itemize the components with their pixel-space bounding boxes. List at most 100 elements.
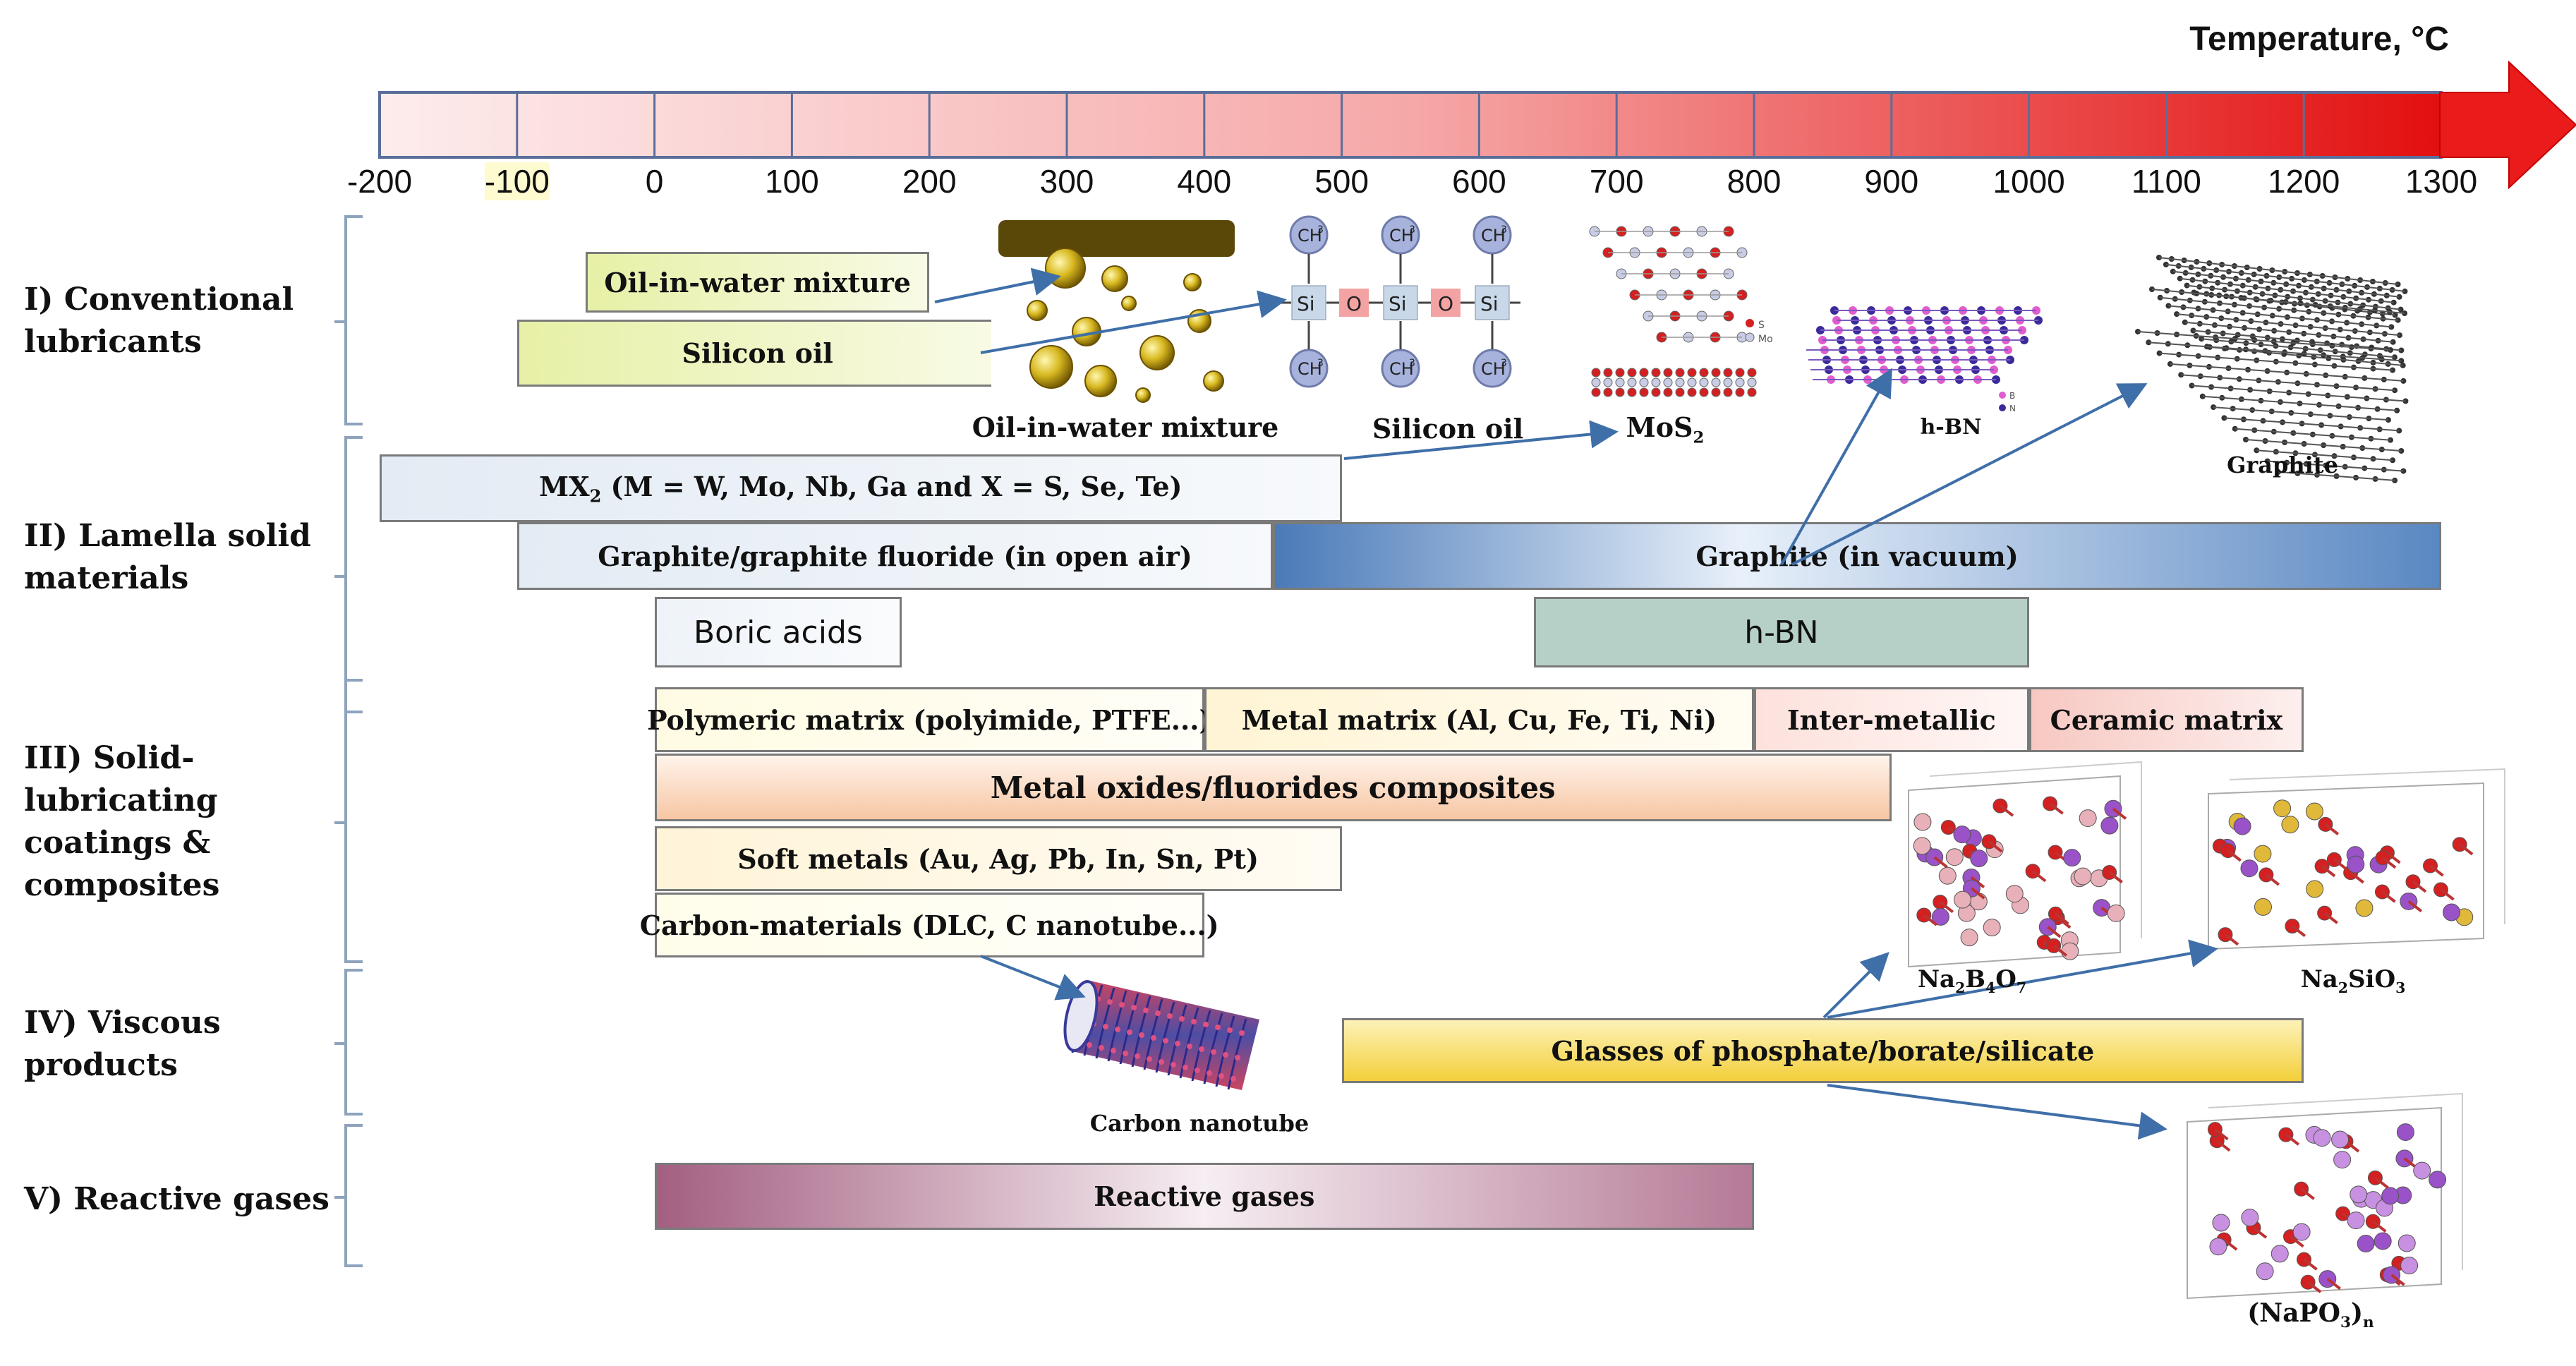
h-bn-sheet-picture: BN <box>1806 306 2043 413</box>
svg-text:Si: Si <box>1389 292 1407 315</box>
oil-droplet <box>1183 273 1202 291</box>
oil-droplet <box>1203 370 1224 392</box>
graphite-layers-picture <box>2135 255 2409 483</box>
na2b4o7-crystal-picture <box>1908 761 2142 968</box>
arrow-glasses-to-na2sio3 <box>1827 939 2218 1019</box>
axis-tick-label: 200 <box>902 163 957 200</box>
axis-tick-label: 100 <box>765 163 819 200</box>
axis-tick-label: -200 <box>346 163 413 200</box>
axis-tick-label: 1200 <box>2268 163 2340 200</box>
oil-droplet <box>1084 365 1117 397</box>
bar-ceramic-matrix: Ceramic matrix <box>2028 687 2304 752</box>
bar-intermetallic: Inter-metallic <box>1754 687 2029 752</box>
svg-text:3: 3 <box>1501 358 1507 369</box>
arrow-graphite-vacuum-to-graphite <box>1791 383 2148 566</box>
axis-title: Temperature, °C <box>2189 20 2449 58</box>
svg-text:O: O <box>1346 292 1362 315</box>
caption-silicon-oil: Silicon oil <box>1372 413 1524 445</box>
axis-tick-label: 1000 <box>1993 163 2065 200</box>
bar-h-bn: h-BN <box>1534 597 2029 667</box>
caption-mos2: MoS2 <box>1626 411 1705 447</box>
napo3-crystal-picture <box>2187 1092 2463 1300</box>
axis-tick-label: 1100 <box>2131 163 2201 200</box>
bar-glasses: Glasses of phosphate/borate/silicate <box>1341 1018 2304 1083</box>
svg-text:CH: CH <box>1298 359 1322 379</box>
temperature-axis-bar <box>378 91 2443 159</box>
brace-viscous-products <box>334 969 363 1116</box>
arrow-mx2-to-mos2 <box>1343 420 1619 460</box>
svg-text:CH: CH <box>1481 226 1506 246</box>
svg-text:CH: CH <box>1481 359 1506 379</box>
na2sio3-crystal-picture <box>2208 768 2505 950</box>
oil-droplet <box>1135 387 1151 403</box>
arrow-glasses-to-napo3 <box>1827 1084 2167 1140</box>
oil-in-water-picture <box>991 215 1238 403</box>
svg-text:CH: CH <box>1389 359 1414 379</box>
brace-lamella-solid-materials <box>334 436 363 713</box>
axis-tick-label: 0 <box>645 163 664 200</box>
temperature-axis-arrowhead-fill <box>2439 60 2576 190</box>
brace-conventional-lubricants <box>334 215 363 425</box>
bar-boric-acids: Boric acids <box>654 597 902 667</box>
svg-text:CH: CH <box>1389 226 1414 246</box>
brace-solid-lubricating-coatings <box>334 679 363 963</box>
bar-reactive-gases: Reactive gases <box>654 1163 1754 1230</box>
bar-mx2-label: MX2 (M = W, Mo, Nb, Ga and X = S, Se, Te… <box>539 470 1183 507</box>
svg-text:Si: Si <box>1297 292 1315 315</box>
axis-tick-label: 600 <box>1452 163 1506 200</box>
oil-droplet <box>1029 345 1073 389</box>
arrow-graphite-vacuum-to-h-bn <box>1780 368 1892 565</box>
bar-graphite-open-air: Graphite/graphite fluoride (in open air) <box>516 522 1274 590</box>
axis-tick-label: 900 <box>1864 163 1919 200</box>
svg-text:B: B <box>2009 391 2015 401</box>
category-solid-lubricating-coatings: III) Solid- lubricating coatings & compo… <box>24 740 220 903</box>
svg-text:Si: Si <box>1480 292 1499 315</box>
axis-tick-label: 300 <box>1039 163 1094 200</box>
category-conventional-lubricants: I) Conventional lubricants <box>24 282 294 360</box>
axis-tick-label: -100 <box>484 162 550 200</box>
bar-graphite-vacuum: Graphite (in vacuum) <box>1273 522 2441 590</box>
caption-h-bn: h-BN <box>1920 415 1982 440</box>
svg-text:3: 3 <box>1317 224 1324 236</box>
bar-carbon-materials: Carbon-materials (DLC, C nanotube...) <box>640 893 1219 957</box>
category-viscous-products: IV) Viscous products <box>24 1005 221 1083</box>
caption-carbon-nanotube: Carbon nanotube <box>1089 1110 1310 1137</box>
oil-droplet <box>1027 300 1048 321</box>
bar-mx2: MX2 (M = W, Mo, Nb, Ga and X = S, Se, Te… <box>380 454 1342 522</box>
carbon-nanotube-picture <box>1063 980 1259 1090</box>
bar-metal-oxides-fluorides: Metal oxides/fluorides composites <box>654 754 1892 821</box>
svg-text:N: N <box>2009 404 2016 413</box>
arrow-oil-water-to-picture <box>934 267 1061 303</box>
category-reactive-gases: V) Reactive gases <box>24 1181 329 1217</box>
caption-na2sio3: Na2SiO3 <box>2300 965 2406 996</box>
bar-silicon-oil: Silicon oil <box>516 320 998 387</box>
oil-droplet <box>1045 248 1086 289</box>
caption-graphite: Graphite <box>2227 452 2338 478</box>
axis-tick-label: 400 <box>1177 163 1232 200</box>
brace-reactive-gases <box>334 1124 363 1267</box>
axis-tick-label: 700 <box>1589 163 1644 200</box>
caption-oil-in-water: Oil-in-water mixture <box>972 411 1279 443</box>
connector-arrows <box>934 267 2218 1140</box>
axis-tick-label: 1300 <box>2405 163 2478 200</box>
caption-na2b4o7: Na2B4O7 <box>1917 965 2027 996</box>
svg-text:3: 3 <box>1409 224 1415 236</box>
arrow-silicon-oil-to-molecule <box>980 290 1287 354</box>
bar-soft-metals: Soft metals (Au, Ag, Pb, In, Sn, Pt) <box>654 826 1342 891</box>
caption-napo3: (NaPO3)n <box>2247 1298 2374 1332</box>
axis-tick-label: 800 <box>1727 163 1782 200</box>
category-lamella-solid-materials: II) Lamella solid materials <box>24 518 311 596</box>
svg-text:3: 3 <box>1501 224 1507 236</box>
oil-droplet <box>1121 296 1137 311</box>
axis-tick-label: 500 <box>1314 163 1369 200</box>
temperature-axis <box>378 60 2576 190</box>
arrow-carbon-materials-to-nanotube <box>980 955 1086 1001</box>
svg-text:CH: CH <box>1298 226 1322 246</box>
svg-text:S: S <box>1758 320 1765 331</box>
oil-droplet <box>1101 265 1128 292</box>
bar-oil-in-water-mixture: Oil-in-water mixture <box>586 252 930 313</box>
oil-droplet <box>1139 335 1175 370</box>
